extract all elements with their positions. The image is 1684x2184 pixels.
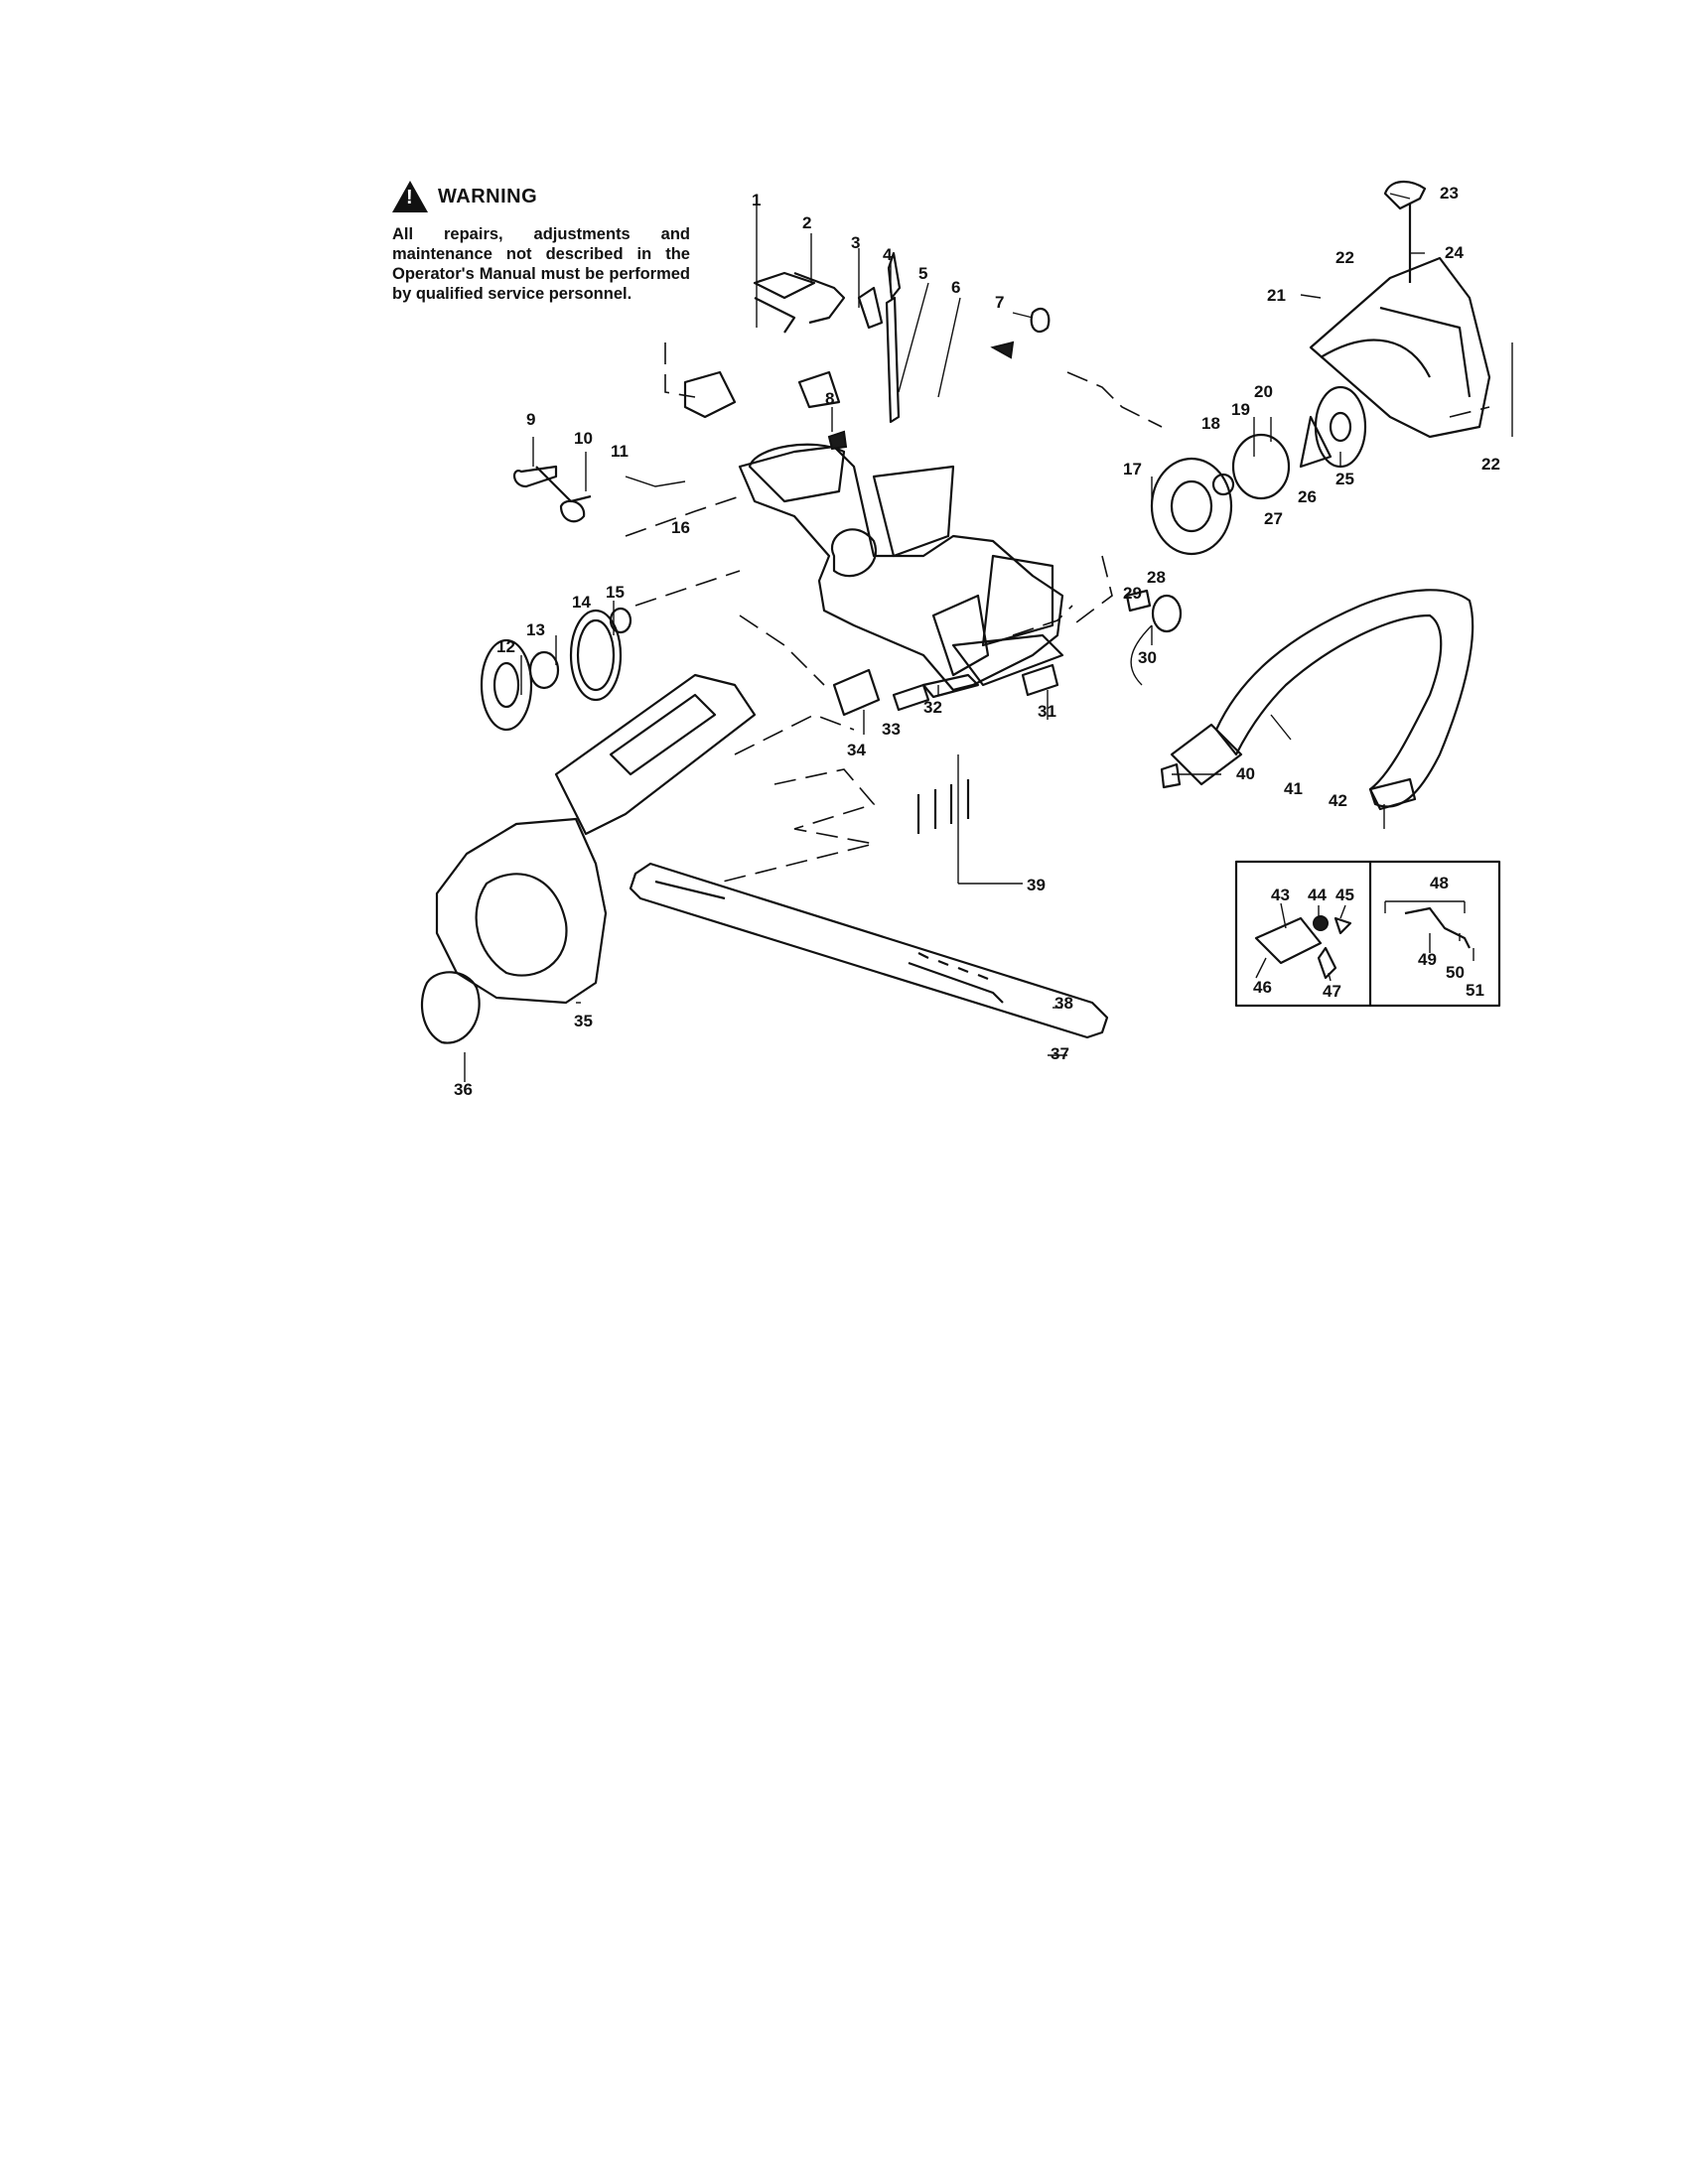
- part-label-49: 49: [1418, 950, 1437, 969]
- part-label-41: 41: [1284, 779, 1303, 798]
- part-label-22b: 22: [1481, 455, 1500, 474]
- part-label-18: 18: [1201, 414, 1220, 433]
- part-label-28: 28: [1147, 568, 1166, 587]
- part-label-32: 32: [923, 698, 942, 717]
- part-label-37: 37: [1051, 1044, 1069, 1063]
- part-label-42: 42: [1329, 791, 1347, 810]
- side-cover: [420, 673, 757, 1044]
- part-label-15: 15: [606, 583, 625, 602]
- saw-chain: [908, 952, 1004, 1004]
- warning-header: ! WARNING: [392, 179, 690, 214]
- part-label-31: 31: [1038, 702, 1056, 721]
- part-label-48: 48: [1430, 874, 1449, 892]
- warning-box: ! WARNING All repairs, adjustments and m…: [392, 179, 690, 304]
- part-label-47: 47: [1323, 982, 1341, 1001]
- part-label-45: 45: [1335, 886, 1354, 904]
- part-label-20: 20: [1254, 382, 1273, 401]
- inset-box: [1234, 860, 1501, 1008]
- warning-text: All repairs, adjustments and maintenance…: [392, 225, 690, 303]
- top-small-parts: [683, 251, 1051, 451]
- part-label-4: 4: [883, 245, 893, 264]
- part-label-36: 36: [454, 1080, 473, 1099]
- warning-title: WARNING: [438, 185, 538, 207]
- starter-parts: [1150, 256, 1491, 556]
- front-handle: [1160, 589, 1474, 811]
- part-label-38: 38: [1054, 994, 1073, 1013]
- part-label-17: 17: [1123, 460, 1142, 478]
- part-label-9: 9: [526, 410, 535, 429]
- part-label-29: 29: [1123, 584, 1142, 603]
- part-label-35: 35: [574, 1012, 593, 1030]
- assembly-lines: [625, 342, 1490, 885]
- part-label-5: 5: [918, 264, 927, 283]
- part-label-23: 23: [1440, 184, 1459, 203]
- part-label-12: 12: [496, 637, 515, 656]
- part-label-14: 14: [572, 593, 591, 612]
- part-label-34: 34: [847, 741, 866, 759]
- part-label-22a: 22: [1335, 248, 1354, 267]
- part-label-21: 21: [1267, 286, 1286, 305]
- part-labels: 1 2 3 4 5 6 7 8 9 10 11 12 13 14 15 16 1…: [454, 184, 1500, 1099]
- clutch-parts: [480, 607, 632, 732]
- part-label-3: 3: [851, 233, 860, 252]
- main-housing: [738, 443, 1064, 692]
- part-label-46: 46: [1253, 978, 1272, 997]
- part-label-10: 10: [574, 429, 593, 448]
- part-label-24: 24: [1445, 243, 1464, 262]
- center-right-parts: [1021, 589, 1183, 697]
- leader-lines: [464, 193, 1513, 1082]
- chain-brake-parts: [832, 668, 980, 717]
- part-label-51: 51: [1466, 981, 1484, 1000]
- part-label-6: 6: [951, 278, 960, 297]
- warning-triangle-icon: !: [392, 181, 428, 212]
- part-label-43: 43: [1271, 886, 1290, 904]
- part-label-8: 8: [825, 389, 834, 408]
- part-label-25: 25: [1335, 470, 1354, 488]
- part-label-1: 1: [752, 191, 761, 209]
- part-label-26: 26: [1298, 487, 1317, 506]
- starter-handle: [1383, 181, 1427, 283]
- part-label-50: 50: [1446, 963, 1465, 982]
- left-small-parts: [513, 465, 686, 523]
- part-label-33: 33: [882, 720, 901, 739]
- part-label-13: 13: [526, 620, 545, 639]
- part-label-39: 39: [1027, 876, 1046, 894]
- part-label-30: 30: [1138, 648, 1157, 667]
- guide-bar: [629, 862, 1109, 1039]
- part-label-11: 11: [611, 442, 629, 461]
- part-label-7: 7: [995, 293, 1004, 312]
- part-label-40: 40: [1236, 764, 1255, 783]
- part-label-27: 27: [1264, 509, 1283, 528]
- part-label-19: 19: [1231, 400, 1250, 419]
- part-label-2: 2: [802, 213, 811, 232]
- part-label-16: 16: [671, 518, 690, 537]
- bolts: [916, 779, 970, 834]
- part-label-44: 44: [1308, 886, 1327, 904]
